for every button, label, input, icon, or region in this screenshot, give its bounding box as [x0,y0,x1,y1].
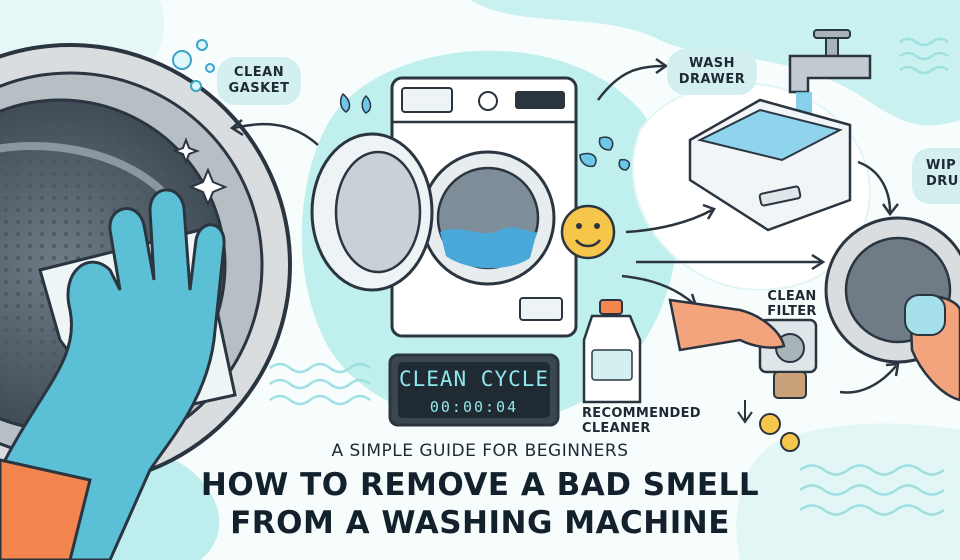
label-recommended-cleaner-line1: RECOMMENDED [582,406,701,421]
label-clean-gasket: CLEAN GASKET [217,57,301,105]
arrow-head-gasket [229,119,244,137]
label-wipe-drum-line1: WIP [926,158,957,173]
sparkle-icon [172,137,228,207]
page-title-line2: FROM A WASHING MACHINE [230,505,730,541]
water-drops [339,92,631,171]
label-wash-drawer: WASH DRAWER [667,49,757,95]
cycle-display [388,353,560,427]
cleaner-bottle-icon [582,299,642,404]
filter-hand [668,298,818,452]
label-clean-filter-line1: CLEAN [767,289,817,304]
smiley-icon [560,204,616,260]
label-recommended-cleaner-line2: CLEANER [582,421,651,436]
label-recommended-cleaner: RECOMMENDED CLEANER [582,406,701,436]
gloved-hand-cloth [0,188,237,560]
page-title: HOW TO REMOVE A BAD SMELL FROM A WASHING… [150,466,810,542]
drum-wipe [824,216,960,402]
page-title-line1: HOW TO REMOVE A BAD SMELL [200,467,760,503]
label-clean-filter: CLEAN FILTER [757,289,827,319]
arrow-to-gasket [233,122,319,146]
label-wipe-drum: WIP DRU [912,148,960,204]
label-wash-drawer-line1: WASH [688,56,736,71]
display-cycle-time: 00:00:04 [429,398,519,416]
display-cycle-name: CLEAN CYCLE [398,367,550,391]
label-wash-drawer-line2: DRAWER [678,72,746,87]
flow-arrows [596,57,900,394]
label-wipe-drum-line2: DRU [926,174,959,189]
subtitle: A SIMPLE GUIDE FOR BEGINNERS [331,441,629,461]
washing-machine [310,76,578,338]
wave-lines [269,37,949,516]
label-clean-gasket-line2: GASKET [228,81,290,96]
detergent-drawer [688,98,852,232]
bubbles [172,39,215,92]
label-clean-filter-line2: FILTER [767,304,817,319]
label-clean-gasket-line1: CLEAN [233,65,285,80]
